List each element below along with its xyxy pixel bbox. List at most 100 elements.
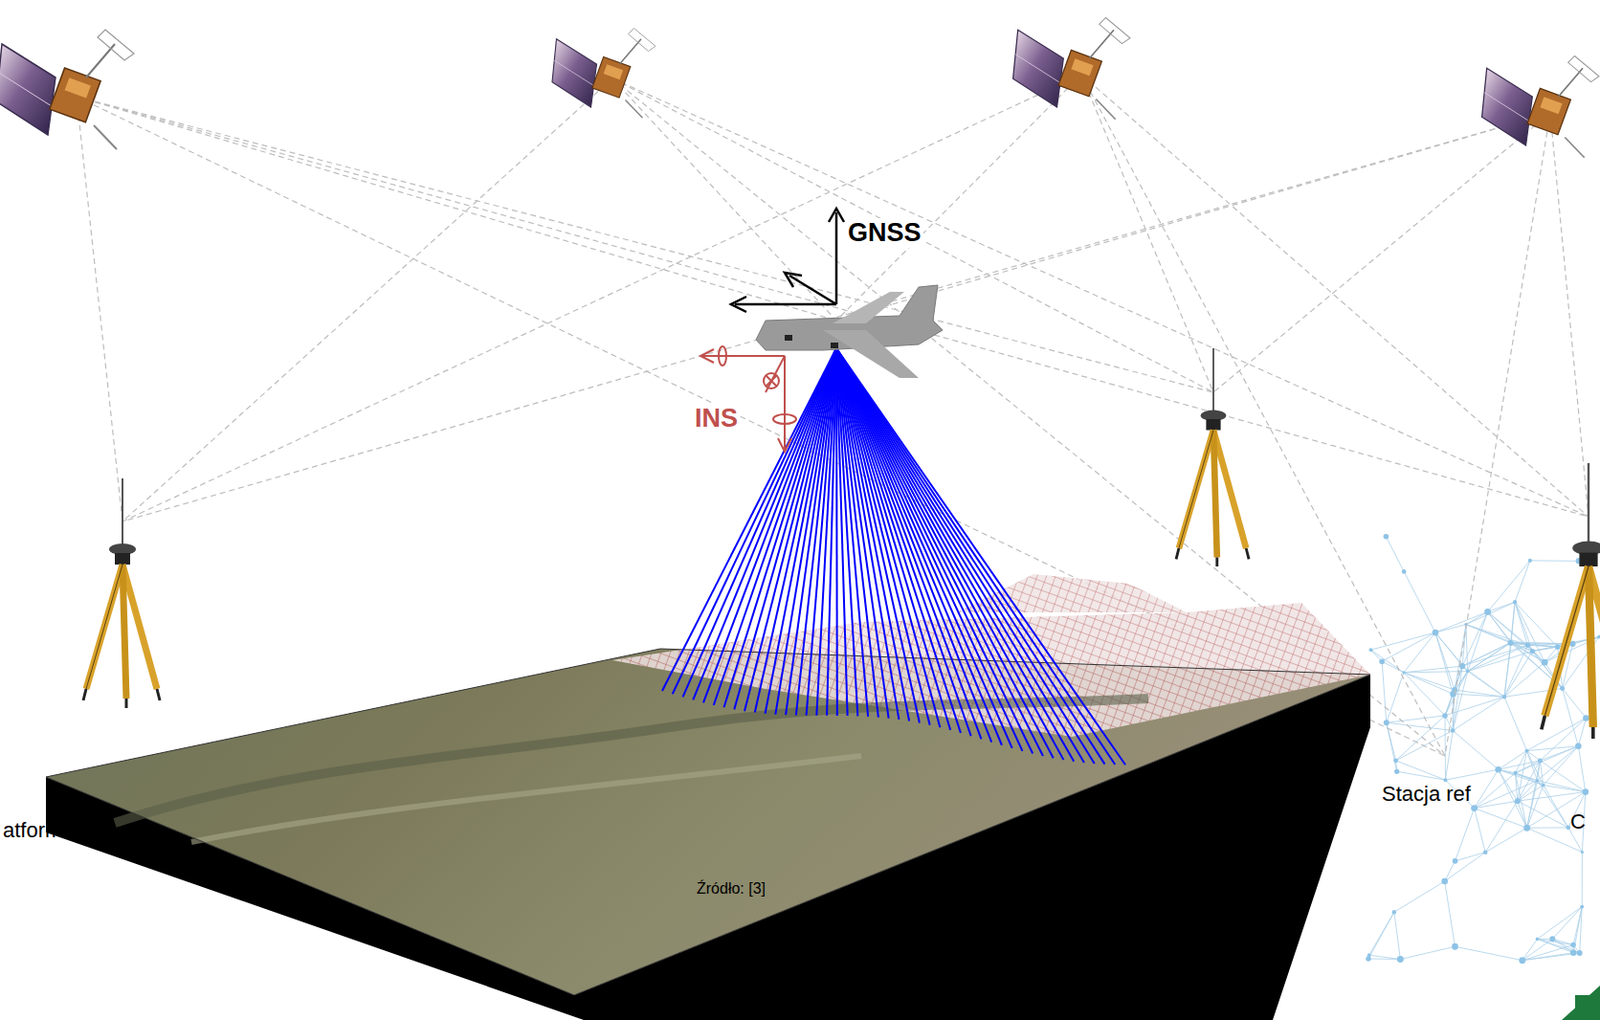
network-line xyxy=(1403,571,1436,633)
network-line xyxy=(1452,693,1505,697)
network-line xyxy=(1517,751,1528,802)
network-line xyxy=(1511,642,1533,651)
signal-line xyxy=(1444,112,1551,756)
laser-beam xyxy=(744,348,837,712)
laser-beam xyxy=(836,348,1002,746)
network-line xyxy=(1462,643,1511,667)
network-line xyxy=(1435,624,1467,633)
network-line xyxy=(1543,785,1586,793)
network-line xyxy=(1527,760,1541,828)
laser-beam xyxy=(836,348,1095,764)
network-line xyxy=(1517,785,1544,802)
platform-label-fragment: atformie xyxy=(2,818,79,843)
network-line xyxy=(1454,946,1522,960)
network-dot xyxy=(1575,742,1582,750)
signal-line xyxy=(836,112,1551,321)
signal-line xyxy=(612,78,837,321)
network-line xyxy=(1517,760,1541,801)
network-line xyxy=(1444,852,1487,882)
network-line xyxy=(1539,760,1543,786)
network-dot xyxy=(1494,766,1502,774)
network-dot xyxy=(1432,629,1440,637)
network-dot xyxy=(1555,644,1560,650)
network-dot xyxy=(1570,942,1577,949)
laser-beam xyxy=(836,348,972,736)
network-dot xyxy=(1483,849,1489,855)
network-line xyxy=(1485,827,1527,852)
network-dot xyxy=(1394,769,1400,775)
network-line xyxy=(1444,861,1456,882)
network-line xyxy=(1572,637,1600,645)
network-line xyxy=(1435,632,1468,671)
network-line xyxy=(1396,760,1446,780)
network-line xyxy=(1488,611,1512,643)
network-dot xyxy=(1401,670,1405,674)
network-line xyxy=(1527,826,1569,828)
laser-beam xyxy=(683,348,837,697)
network-dot xyxy=(1470,804,1478,812)
laser-beam xyxy=(836,348,1126,765)
network-line xyxy=(1455,808,1475,862)
network-decoration xyxy=(1365,533,1600,964)
network-line xyxy=(1403,632,1436,673)
laser-beam xyxy=(785,348,837,715)
network-line xyxy=(1455,852,1487,862)
network-dot xyxy=(1365,955,1372,962)
signal-line xyxy=(1081,74,1589,517)
signal-line xyxy=(76,96,837,321)
network-dot xyxy=(1401,569,1407,575)
network-line xyxy=(1435,632,1453,694)
network-line xyxy=(1394,881,1445,912)
satellite xyxy=(552,28,656,119)
network-line xyxy=(1369,911,1395,956)
network-line xyxy=(1517,792,1586,802)
network-dot xyxy=(1597,635,1600,640)
network-dot xyxy=(1397,955,1404,963)
network-line xyxy=(1504,662,1545,697)
network-line xyxy=(1444,715,1446,780)
laser-beam xyxy=(826,348,837,716)
station-label: Stacja ref xyxy=(1381,781,1471,806)
network-line xyxy=(1536,907,1582,940)
network-line xyxy=(1386,715,1445,723)
network-line xyxy=(1444,769,1498,780)
network-line xyxy=(1515,773,1518,801)
network-line xyxy=(1511,601,1515,644)
network-dot xyxy=(1570,949,1577,956)
signal-line xyxy=(1081,74,1214,393)
network-dot xyxy=(1581,788,1589,796)
laser-beam xyxy=(836,348,1013,749)
network-line xyxy=(1488,611,1512,643)
laser-beam xyxy=(836,348,1115,765)
network-line xyxy=(1452,696,1505,731)
laser-beam xyxy=(836,348,1054,758)
network-line xyxy=(1474,808,1487,853)
network-line xyxy=(1444,881,1456,947)
signal-line xyxy=(836,74,1082,321)
network-line xyxy=(1474,773,1516,809)
network-line xyxy=(1403,666,1463,673)
network-line xyxy=(1368,911,1395,959)
network-line xyxy=(1562,688,1587,718)
network-line xyxy=(1511,643,1534,652)
network-dot xyxy=(1579,905,1584,910)
network-line xyxy=(1485,800,1518,853)
network-dot xyxy=(1513,771,1518,776)
network-dot xyxy=(1392,910,1397,914)
laser-beam xyxy=(692,348,837,700)
network-line xyxy=(1537,780,1586,793)
network-dot xyxy=(1512,600,1517,604)
satellite xyxy=(1013,17,1131,119)
network-line xyxy=(1381,661,1404,673)
signal-line xyxy=(122,78,613,522)
laser-beam xyxy=(836,348,1074,762)
network-line xyxy=(1462,666,1505,697)
network-line xyxy=(1386,722,1453,731)
network-dot xyxy=(1393,757,1399,763)
laser-beam xyxy=(836,348,1085,763)
network-line xyxy=(1514,601,1533,651)
network-dot xyxy=(1530,648,1535,654)
network-line xyxy=(1539,760,1585,793)
laser-beam xyxy=(755,348,837,713)
